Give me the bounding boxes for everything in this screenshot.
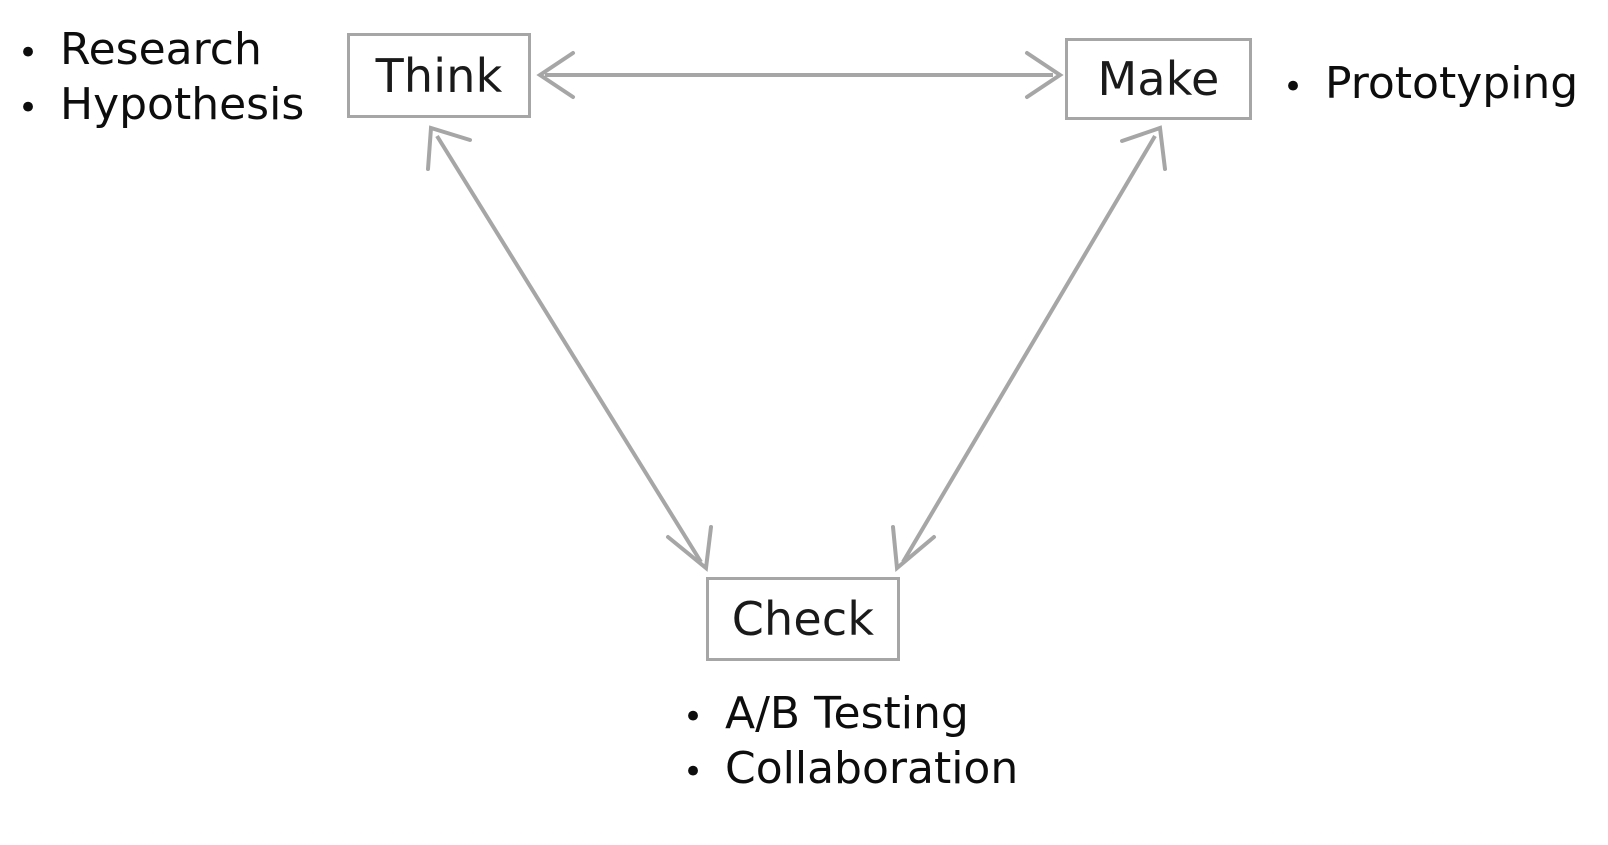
list-item: • Collaboration <box>683 743 1018 798</box>
node-think[interactable]: Think <box>347 33 531 118</box>
bullet-icon: • <box>683 752 704 792</box>
list-item-label: Research <box>60 24 262 75</box>
list-item: • Prototyping <box>1283 58 1578 113</box>
node-check[interactable]: Check <box>706 577 900 661</box>
node-check-label: Check <box>731 592 875 646</box>
node-make[interactable]: Make <box>1065 38 1252 120</box>
bullet-list-think: • Research • Hypothesis <box>18 24 304 134</box>
bullet-list-check: • A/B Testing • Collaboration <box>683 688 1018 798</box>
bullet-list-make: • Prototyping <box>1283 58 1578 113</box>
list-item: • Research <box>18 24 304 79</box>
list-item: • A/B Testing <box>683 688 1018 743</box>
bullet-icon: • <box>683 697 704 737</box>
connector-check-think <box>426 125 713 572</box>
list-item-label: Hypothesis <box>60 79 305 130</box>
node-think-label: Think <box>375 48 503 103</box>
bullet-icon: • <box>18 33 39 73</box>
connector-check-make <box>891 125 1167 572</box>
node-make-label: Make <box>1097 52 1220 106</box>
bullet-icon: • <box>1283 67 1304 107</box>
connector-think-make <box>536 51 1064 99</box>
list-item: • Hypothesis <box>18 79 304 134</box>
list-item-label: Prototyping <box>1325 58 1579 109</box>
list-item-label: A/B Testing <box>725 688 969 739</box>
list-item-label: Collaboration <box>725 743 1019 794</box>
bullet-icon: • <box>18 88 39 128</box>
